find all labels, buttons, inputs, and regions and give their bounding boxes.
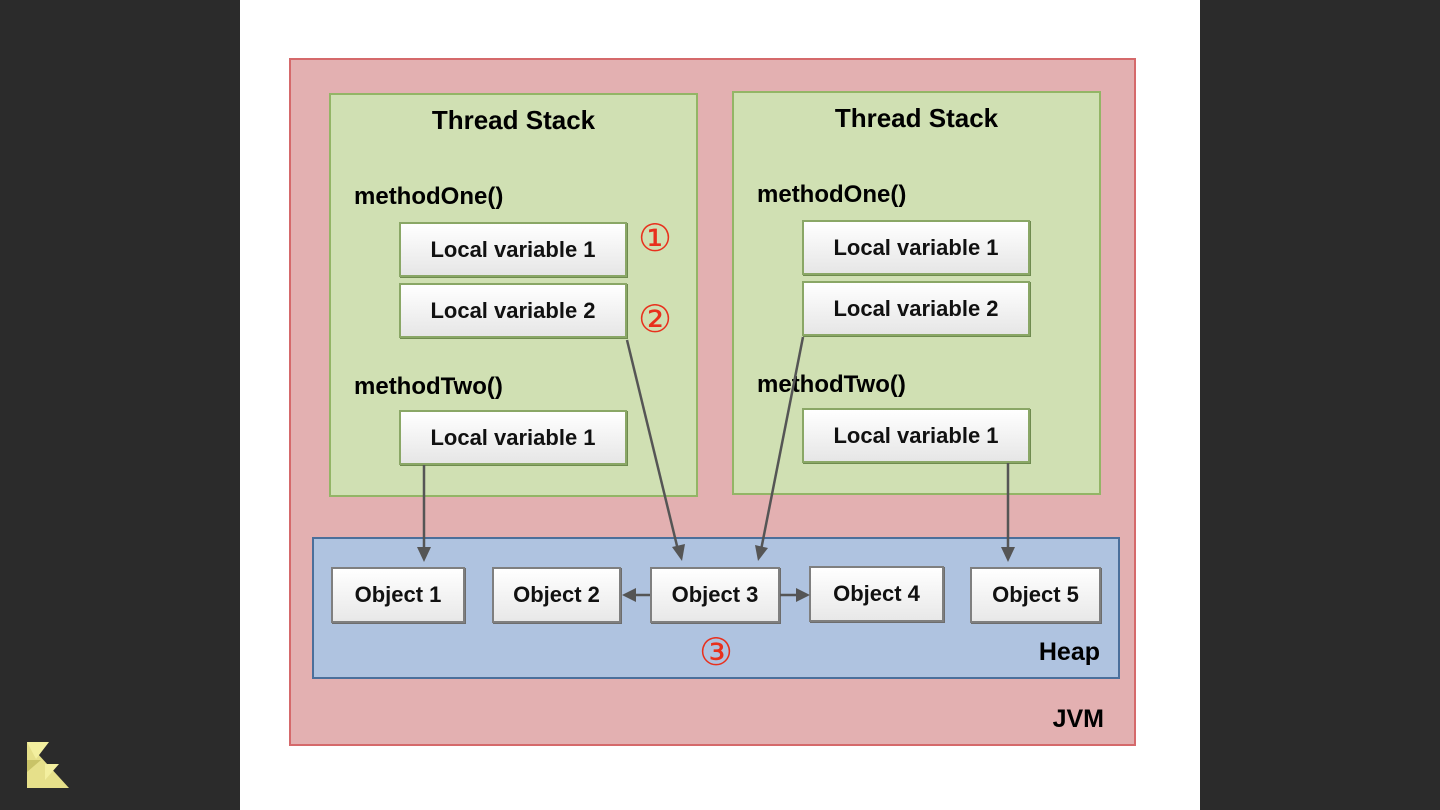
object-5: Object 5 xyxy=(970,567,1101,623)
thread-stack-2-method-one-local-variable-2: Local variable 2 xyxy=(802,281,1030,336)
object-4: Object 4 xyxy=(809,566,944,622)
thread-stack-2-method-two: methodTwo() xyxy=(757,371,906,398)
thread-stack-1-title: Thread Stack xyxy=(431,105,596,135)
marker-1: ① xyxy=(638,216,673,260)
object-3: Object 3 xyxy=(650,567,780,623)
k-logo-icon xyxy=(27,742,69,788)
thread-stack-1-method-two: methodTwo() xyxy=(354,373,503,400)
thread-stack-2-method-two-local-variable-1: Local variable 1 xyxy=(802,408,1030,463)
thread-stack-1-method-two-local-variable-1: Local variable 1 xyxy=(399,410,627,465)
marker-3: ③ xyxy=(699,630,734,674)
jvm-label: JVM xyxy=(1052,705,1104,733)
thread-stack-2-method-one-local-variable-1: Local variable 1 xyxy=(802,220,1030,275)
thread-stack-1-method-one-local-variable-2: Local variable 2 xyxy=(399,283,627,338)
thread-stack-2-title: Thread Stack xyxy=(834,103,999,133)
heap-label: Heap xyxy=(1038,638,1100,666)
object-1: Object 1 xyxy=(331,567,465,623)
thread-stack-2-method-one: methodOne() xyxy=(757,181,907,208)
thread-stack-1-method-one-local-variable-1: Local variable 1 xyxy=(399,222,627,277)
thread-stack-1-method-one: methodOne() xyxy=(354,183,504,210)
marker-2: ② xyxy=(638,297,673,341)
object-2: Object 2 xyxy=(492,567,621,623)
